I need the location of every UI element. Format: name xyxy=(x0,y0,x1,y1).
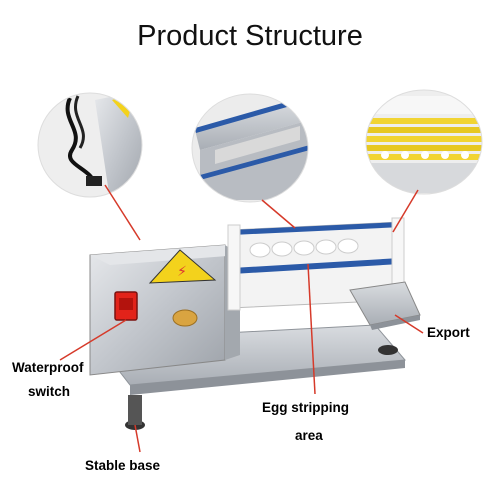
foot-front-left xyxy=(128,395,142,425)
page-title: Product Structure xyxy=(137,20,363,52)
brand-plate xyxy=(172,309,198,327)
inset-power-cord xyxy=(37,92,143,198)
label-waterproof-line2: switch xyxy=(28,384,71,399)
warning-label xyxy=(148,249,217,284)
machine-body: ⚡ xyxy=(89,217,421,430)
warning-symbol: ⚡ xyxy=(177,264,187,280)
inset-rollers xyxy=(365,89,483,195)
eggs-in-channel xyxy=(249,238,359,258)
label-waterproof-line1: Waterproof xyxy=(12,360,84,375)
label-egg-area-line2: area xyxy=(295,428,323,443)
label-stable-base: Stable base xyxy=(85,458,161,473)
leader-lines xyxy=(59,184,424,453)
label-export: Export xyxy=(427,325,470,340)
inset-stripping-channel xyxy=(191,93,309,203)
label-egg-area-line1: Egg stripping xyxy=(262,400,349,415)
